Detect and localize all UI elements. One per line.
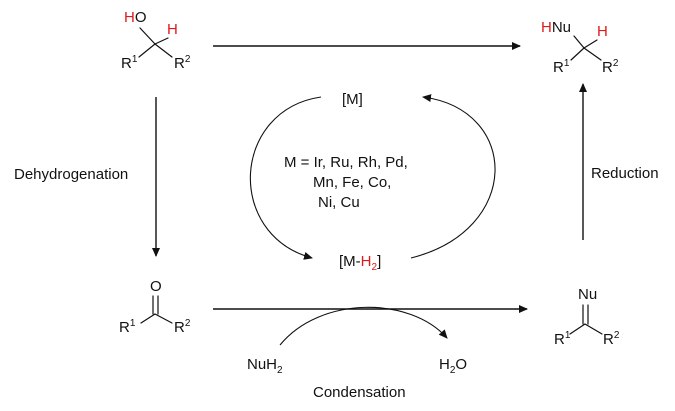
ketone-bond-r2 <box>154 313 173 324</box>
ketone-r1: R1 <box>119 318 136 336</box>
ketone-oxygen: O <box>150 278 162 295</box>
metal-list-line-3: Ni, Cu <box>318 194 360 211</box>
cycle-right-curve <box>410 94 496 259</box>
amine-hnu: HNu <box>541 19 571 36</box>
alcohol-hydroxyl: HO <box>124 9 147 26</box>
reduction-label: Reduction <box>591 165 659 182</box>
condensation-curved-arrow <box>279 306 448 346</box>
ketone-molecule: O R1 R2 <box>119 278 191 336</box>
amine-bond-ch <box>583 39 598 49</box>
condensation-label: Condensation <box>313 384 406 401</box>
imine-nu: Nu <box>578 286 597 303</box>
metal-list-line-1: M = Ir, Ru, Rh, Pd, <box>284 154 408 171</box>
alcohol-alpha-h: H <box>167 21 178 38</box>
amine-bond-r1 <box>570 47 585 61</box>
imine-bond-r1 <box>569 323 586 335</box>
ketone-r2: R2 <box>174 318 191 336</box>
dehydrogenation-label: Dehydrogenation <box>14 166 128 183</box>
alcohol-bond-co <box>139 27 156 45</box>
alcohol-r2: R2 <box>174 54 191 72</box>
alcohol-r1: R1 <box>121 54 138 72</box>
amine-r1: R1 <box>553 58 570 76</box>
catalyst-hydride-label: [M-H2] <box>339 253 381 273</box>
metal-list-line-2: Mn, Fe, Co, <box>313 174 391 191</box>
catalyst-label: [M] <box>342 91 363 108</box>
imine-r2: R2 <box>603 330 620 348</box>
imine-bond-r2 <box>584 323 603 335</box>
alcohol-molecule: HO H R1 R2 <box>121 9 191 72</box>
imine-r1: R1 <box>554 330 571 348</box>
cycle-left-curve <box>249 96 322 260</box>
alcohol-bond-ch <box>154 37 169 45</box>
amine-bond-r2 <box>583 47 602 61</box>
amine-alpha-h: H <box>597 23 608 40</box>
nucleophile-reagent: NuH2 <box>247 356 283 376</box>
alcohol-bond-r2 <box>154 43 173 58</box>
imine-molecule: Nu R1 R2 <box>554 286 620 348</box>
amine-r2: R2 <box>602 58 619 76</box>
amine-molecule: HNu H R1 R2 <box>541 19 619 76</box>
ketone-bond-r1 <box>140 313 156 324</box>
water-byproduct: H2O <box>439 356 467 376</box>
amine-bond-cn <box>573 35 585 49</box>
alcohol-bond-r1 <box>138 43 156 58</box>
